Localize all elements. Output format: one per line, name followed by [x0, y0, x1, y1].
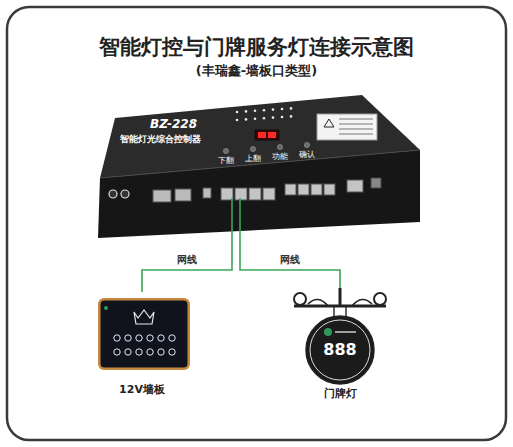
port-symbol [203, 188, 211, 198]
sign-disc [306, 316, 374, 384]
touch-icon [136, 335, 142, 341]
port-symbol [263, 188, 275, 200]
network-cable [240, 240, 340, 288]
cable-stub [239, 198, 241, 240]
sign-logo-line [335, 331, 356, 333]
port-symbol [298, 184, 309, 195]
rounded-frame [7, 7, 506, 440]
indicator-dot [245, 118, 248, 121]
sign-ring [310, 320, 370, 380]
indicator-dot [281, 108, 284, 111]
status-light [104, 306, 108, 310]
panel-caption: 12V墙板 [119, 384, 165, 397]
device-name: 智能灯光综合控制器 [120, 134, 201, 144]
bracket-curl [352, 299, 372, 306]
controller-device: BZ-228 智能灯光综合控制器 [95, 92, 425, 240]
port-symbol [153, 190, 171, 202]
cable-label: 网线 [278, 254, 302, 266]
round-jack [109, 190, 117, 198]
indicator-dot [281, 116, 284, 119]
touch-icon [136, 349, 142, 355]
button-symbol [223, 148, 228, 153]
button-symbol [250, 146, 255, 151]
warning-sticker [317, 114, 377, 140]
room-number: 888 [323, 341, 356, 359]
panel-screen [101, 301, 188, 368]
diagram-title: 智能灯控与门牌服务灯连接示意图 [0, 35, 513, 59]
indicator-dot [290, 107, 293, 110]
indicator-dot [272, 108, 275, 111]
indicator-dot [236, 119, 239, 122]
wall-panel: 12V墙板 [90, 292, 194, 402]
round-jack [121, 190, 129, 198]
indicator-dot [290, 115, 293, 118]
button-label: 上翻 [245, 154, 261, 163]
bracket-arm [294, 305, 386, 308]
led-display [255, 130, 279, 140]
controller-edge [100, 150, 420, 178]
touch-icon [169, 349, 175, 355]
touch-icon [158, 349, 164, 355]
door-sign-light: 888 门牌灯 [290, 288, 390, 406]
sticker-line [339, 124, 373, 125]
touch-icon [125, 349, 131, 355]
sign-logo [324, 328, 332, 336]
port-symbol [235, 188, 247, 200]
bracket-curl [308, 299, 328, 306]
indicator-dot [263, 109, 266, 112]
touch-icon [169, 335, 175, 341]
button-symbol [277, 144, 282, 149]
indicator-dot [263, 117, 266, 120]
port-symbol [311, 184, 322, 195]
bracket-scroll [374, 293, 386, 305]
model-number: BZ-228 [150, 118, 197, 132]
sign-caption: 门牌灯 [324, 388, 357, 401]
port-symbol [175, 189, 191, 201]
controller-device-drawing [95, 92, 425, 240]
indicator-dot [272, 116, 275, 119]
chain [333, 306, 334, 317]
led-digit [268, 132, 276, 138]
port-symbol [324, 184, 335, 195]
controller-top-face [100, 95, 420, 178]
bracket-scroll [294, 293, 306, 305]
port-symbol [371, 178, 381, 188]
network-cable [142, 240, 232, 292]
chain [345, 306, 346, 317]
touch-icon [158, 335, 164, 341]
cable-stub [231, 198, 233, 240]
indicator-dot [245, 110, 248, 113]
button-label: 确认 [299, 150, 315, 159]
indicator-dot [236, 111, 239, 114]
indicator-dot [254, 110, 257, 113]
port-symbol [347, 180, 363, 192]
led-digit [258, 132, 266, 138]
sticker-line [339, 134, 373, 135]
sticker-line [339, 119, 373, 120]
port-symbol [285, 184, 296, 195]
panel-logo [134, 310, 154, 324]
touch-icon [147, 349, 153, 355]
panel-frame [98, 298, 190, 370]
touch-icon [114, 335, 120, 341]
touch-icon [125, 335, 131, 341]
button-symbol [304, 142, 309, 147]
bracket-post [339, 288, 342, 306]
subtitle: (丰瑞鑫-墙板口类型) [196, 64, 317, 79]
button-label: 下翻 [218, 156, 234, 165]
sticker-line [339, 129, 373, 130]
cable-label: 网线 [175, 254, 199, 266]
indicator-dot [254, 118, 257, 121]
port-symbol [249, 188, 261, 200]
touch-icon [114, 349, 120, 355]
button-label: 功能 [272, 152, 288, 161]
warning-triangle [324, 119, 334, 127]
touch-icon [147, 335, 153, 341]
